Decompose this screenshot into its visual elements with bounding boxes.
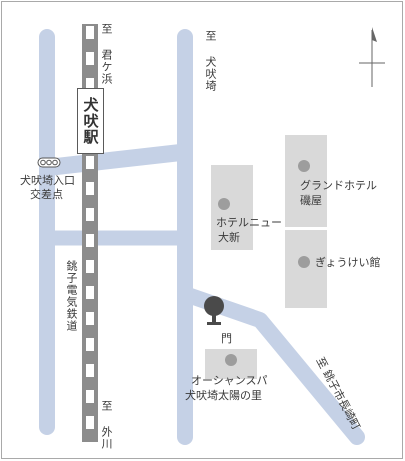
upper-cross-road [51, 143, 186, 176]
markers [218, 160, 310, 366]
station-sign: 犬吠駅 [77, 88, 104, 154]
hotel-new-building [211, 165, 253, 250]
onsen-label-line1: オーシャンスパ [191, 374, 268, 387]
grand-hotel-label-line1: グランドホテル [300, 179, 377, 192]
railway-label: 銚子電気鉄道 [65, 260, 78, 332]
grand-hotel-label-line2: 磯屋 [300, 194, 322, 207]
south-rail-direction-label: 至 外川 [100, 400, 113, 450]
hotel-new-marker [218, 198, 230, 210]
gate-tree-icon [204, 296, 224, 325]
onsen-label-line2: 犬吠埼太陽の里 [185, 389, 262, 402]
onsen-marker [225, 354, 237, 366]
intersection-label-line1: 犬吠埼入口 [20, 174, 75, 187]
traffic-signal-icon [37, 157, 61, 168]
grand-hotel-building [285, 135, 327, 227]
hotel-new-label-line1: ホテルニュー [216, 216, 282, 229]
north-arrow-icon [359, 27, 385, 87]
gyoukeikan-building [285, 230, 327, 308]
gyoukeikan-marker [298, 256, 310, 268]
hotel-new-label-line2: 大新 [218, 231, 240, 244]
north-rail-direction-label: 至 君ケ浜 [100, 23, 113, 85]
station-label: 犬吠駅 [81, 97, 100, 145]
railway [82, 24, 98, 442]
gate-label: 門 [221, 332, 232, 345]
grand-hotel-marker [298, 160, 310, 172]
intersection-label-line2: 交差点 [30, 188, 63, 201]
north-road-direction-label: 至 犬吠埼 [204, 30, 217, 92]
gyoukeikan-label: ぎょうけい館 [315, 256, 381, 269]
